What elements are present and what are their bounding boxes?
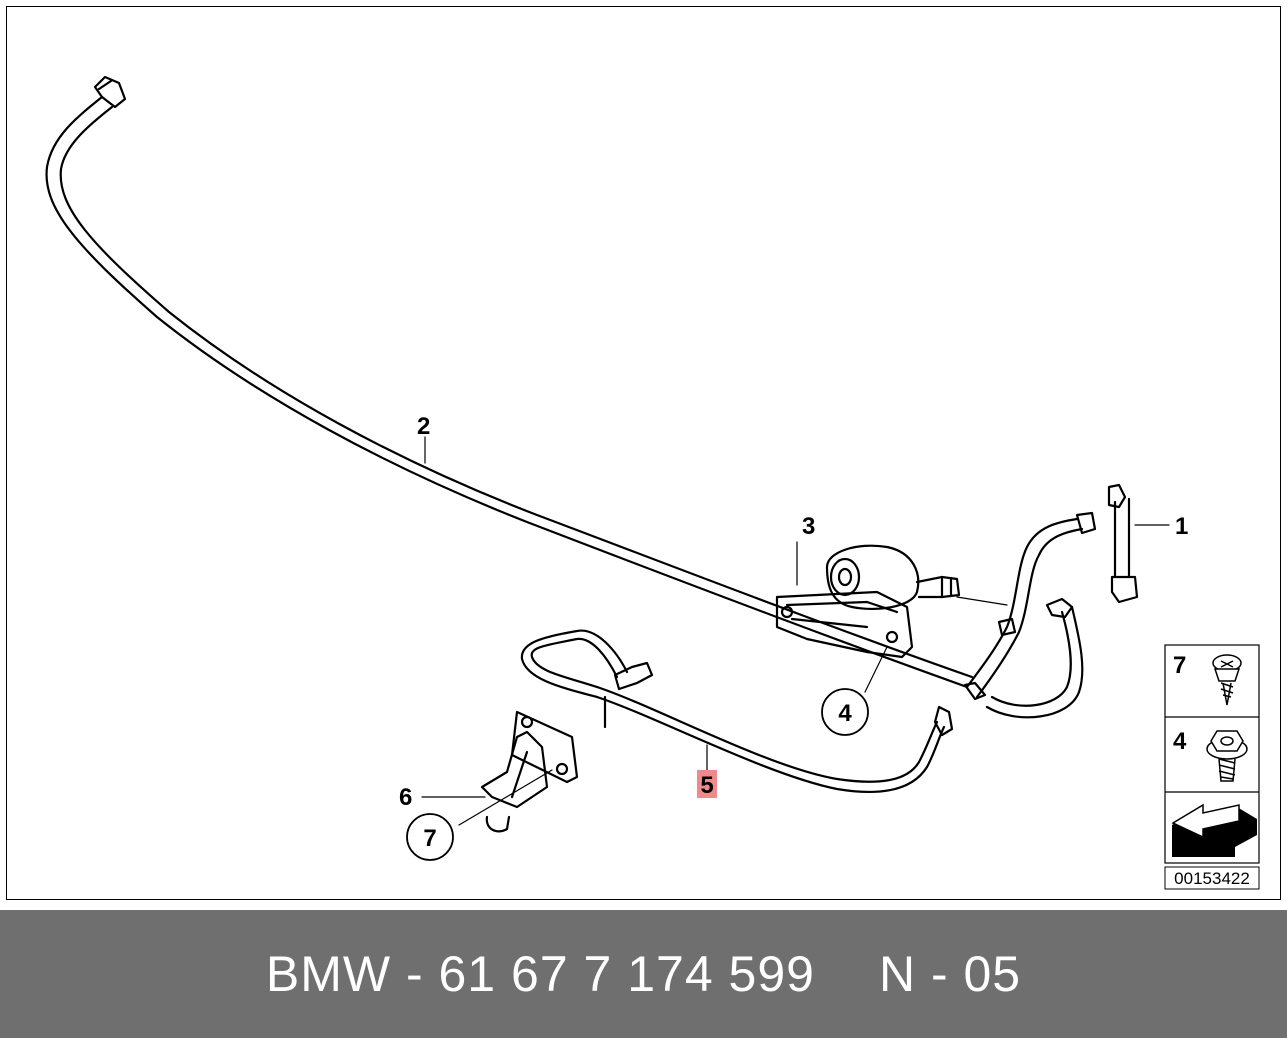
callout-part3: 3: [802, 513, 815, 540]
diagram-frame: 1 2 3 4 5 6 7 7: [6, 6, 1281, 900]
callout-part5-highlight: 5: [697, 770, 717, 799]
washer-hose-short: [963, 483, 1139, 719]
callout-part1: 1: [1175, 513, 1188, 540]
callout-part7-circle: 7: [406, 813, 454, 861]
footer-part-number: BMW - 61 67 7 174 599: [265, 946, 815, 1002]
callout-part4: 4: [838, 700, 852, 727]
footer-bar: BMW - 61 67 7 174 599 N - 05: [0, 910, 1287, 1038]
parts-diagram: 1 2 3 4 5 6 7 7: [45, 75, 1260, 890]
washer-hose-long: [45, 75, 974, 689]
leader-part4-circle: [864, 646, 888, 693]
legend-number-middle: 4: [1173, 728, 1187, 755]
washer-nozzle-bracket: [480, 710, 579, 833]
callout-part6: 6: [399, 784, 412, 811]
leader-part7-circle: [458, 769, 553, 826]
leader-connect: [956, 596, 1008, 606]
washer-pump: [775, 544, 961, 659]
callout-part5: 5: [700, 772, 713, 799]
screw-icon: [1212, 654, 1242, 706]
hardware-legend: 7 4 00153422: [1164, 644, 1260, 890]
direction-arrow-icon: [1171, 803, 1257, 857]
flange-bolt-icon: [1206, 730, 1248, 782]
callout-part4-circle: 4: [821, 688, 869, 736]
legend-number-top: 7: [1173, 652, 1186, 679]
callout-part2: 2: [417, 413, 430, 440]
drawing-number: 00153422: [1174, 869, 1250, 888]
washer-hose-loop: [520, 629, 954, 794]
footer-page-ref: N - 05: [878, 946, 1022, 1002]
callout-part7: 7: [423, 825, 436, 852]
